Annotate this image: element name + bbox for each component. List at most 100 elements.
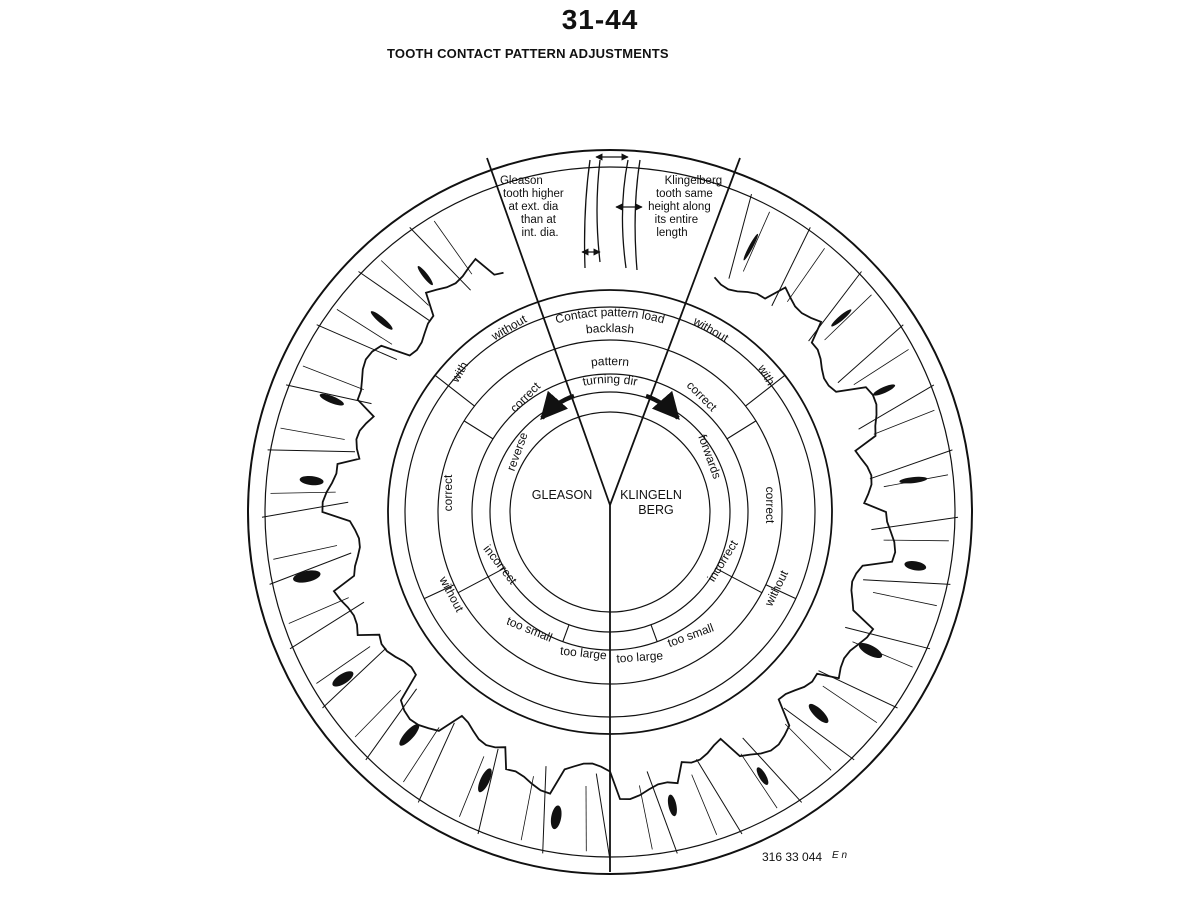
contact-pattern-blob (370, 311, 393, 330)
forwards-arrow (645, 390, 680, 421)
tooth-flank (883, 539, 949, 542)
tooth-flank (742, 211, 770, 272)
segment-divider (726, 420, 757, 440)
tooth-division (358, 271, 431, 322)
segment-divider (423, 584, 455, 600)
center-klingelberg-line1: KLINGELN (620, 488, 682, 502)
page-heading: TOOTH CONTACT PATTERN ADJUSTMENTS (387, 46, 669, 61)
tooth-division (783, 707, 855, 761)
center-klingelberg-line2: BERG (638, 503, 673, 517)
tooth-flank (786, 248, 825, 303)
size-too-large-right: too large (616, 648, 664, 665)
outer-ring (247, 149, 973, 875)
tooth-division (542, 766, 547, 854)
backlash-title: backlash (585, 321, 635, 337)
tooth-flank (316, 646, 371, 684)
klingelberg-side-correct: correct (763, 487, 777, 524)
tooth-flank (302, 365, 364, 390)
gear-teeth-band (261, 166, 959, 861)
contact-pattern-blob (667, 794, 677, 817)
tooth-flank (459, 756, 485, 817)
tooth-flank (740, 753, 778, 809)
tooth-flank (873, 409, 935, 435)
contact-pattern-blob (299, 475, 324, 486)
contact-pattern-blob (332, 671, 354, 687)
contact-pattern-blob (756, 767, 769, 785)
tooth-division (863, 579, 951, 585)
tooth-division (477, 748, 499, 835)
tooth-division (818, 670, 898, 709)
tooth-flank (288, 597, 349, 624)
segment-divider (448, 385, 475, 407)
tooth-flank (280, 427, 345, 440)
tooth-division (267, 449, 356, 453)
tooth-flank (691, 774, 718, 835)
segment-divider (457, 576, 489, 594)
reference-code: 316 33 044 (762, 850, 823, 864)
tooth-division (285, 384, 372, 405)
klingelberg-note: Klingelberg tooth same height along its … (648, 175, 725, 239)
ring-dividers (423, 374, 797, 642)
pattern-title: pattern (590, 354, 630, 369)
reference-suffix: E n (832, 850, 848, 861)
tooth-flank (433, 220, 473, 275)
segment-divider (715, 567, 733, 578)
tooth-flank (853, 349, 909, 386)
tooth-division (316, 324, 398, 361)
tooth-division (808, 271, 862, 342)
tooth-flank (520, 776, 534, 841)
klingelberg-line (609, 157, 741, 506)
contact-pattern-blob (417, 266, 433, 286)
gleason-note: Gleason tooth higher at ext. dia than at… (500, 175, 567, 239)
size-too-large-left: too large (559, 644, 607, 663)
tooth-division (595, 773, 611, 861)
segment-divider (562, 624, 570, 642)
contact-pattern-blob (904, 560, 927, 571)
contact-pattern-blob (293, 570, 321, 583)
tooth-division (742, 737, 803, 803)
tooth-division (409, 227, 471, 291)
tooth-division (417, 722, 455, 803)
contact-pattern-blob (478, 768, 492, 793)
tooth-division (289, 601, 365, 650)
contact-pattern-blob (399, 724, 420, 746)
tooth-division (365, 688, 418, 761)
tooth-division (322, 647, 387, 709)
tooth-division (869, 449, 953, 480)
gleason-line (486, 157, 611, 506)
tooth-division (261, 501, 349, 518)
tooth-division (269, 552, 352, 585)
tooth-division (845, 626, 931, 650)
tooth-flank (824, 294, 872, 341)
tooth-flank (639, 785, 653, 850)
tooth-flank (273, 545, 338, 560)
center-gleason: GLEASON (532, 488, 592, 502)
reverse-arrow (540, 390, 575, 421)
segment-divider (463, 420, 494, 440)
page-number: 31-44 (561, 4, 639, 35)
segment-divider (765, 584, 797, 600)
tooth-division (771, 227, 811, 307)
contact-pattern-blob (873, 384, 896, 396)
contact-pattern-blob (831, 309, 852, 327)
tooth-division (858, 384, 935, 430)
tooth-flank (872, 592, 937, 607)
contact-pattern-blob (550, 805, 562, 830)
tooth-division (837, 324, 904, 384)
segment-divider (771, 374, 786, 387)
contact-pattern-blob (858, 642, 883, 659)
segment-divider (650, 624, 658, 642)
tooth-division (696, 759, 743, 835)
tooth-flank (380, 260, 429, 306)
segment-divider (487, 567, 505, 578)
contact-pattern-blob (319, 393, 344, 406)
turning-title: turning dir (581, 372, 638, 389)
tooth-division (646, 771, 678, 854)
segment-divider (745, 385, 772, 407)
tooth-flank (784, 723, 832, 771)
contact-pattern-blob (899, 476, 928, 484)
segment-divider (731, 576, 763, 594)
contact-pattern-blob (808, 703, 829, 724)
tooth-division (728, 193, 752, 279)
tooth-flank (403, 727, 440, 783)
